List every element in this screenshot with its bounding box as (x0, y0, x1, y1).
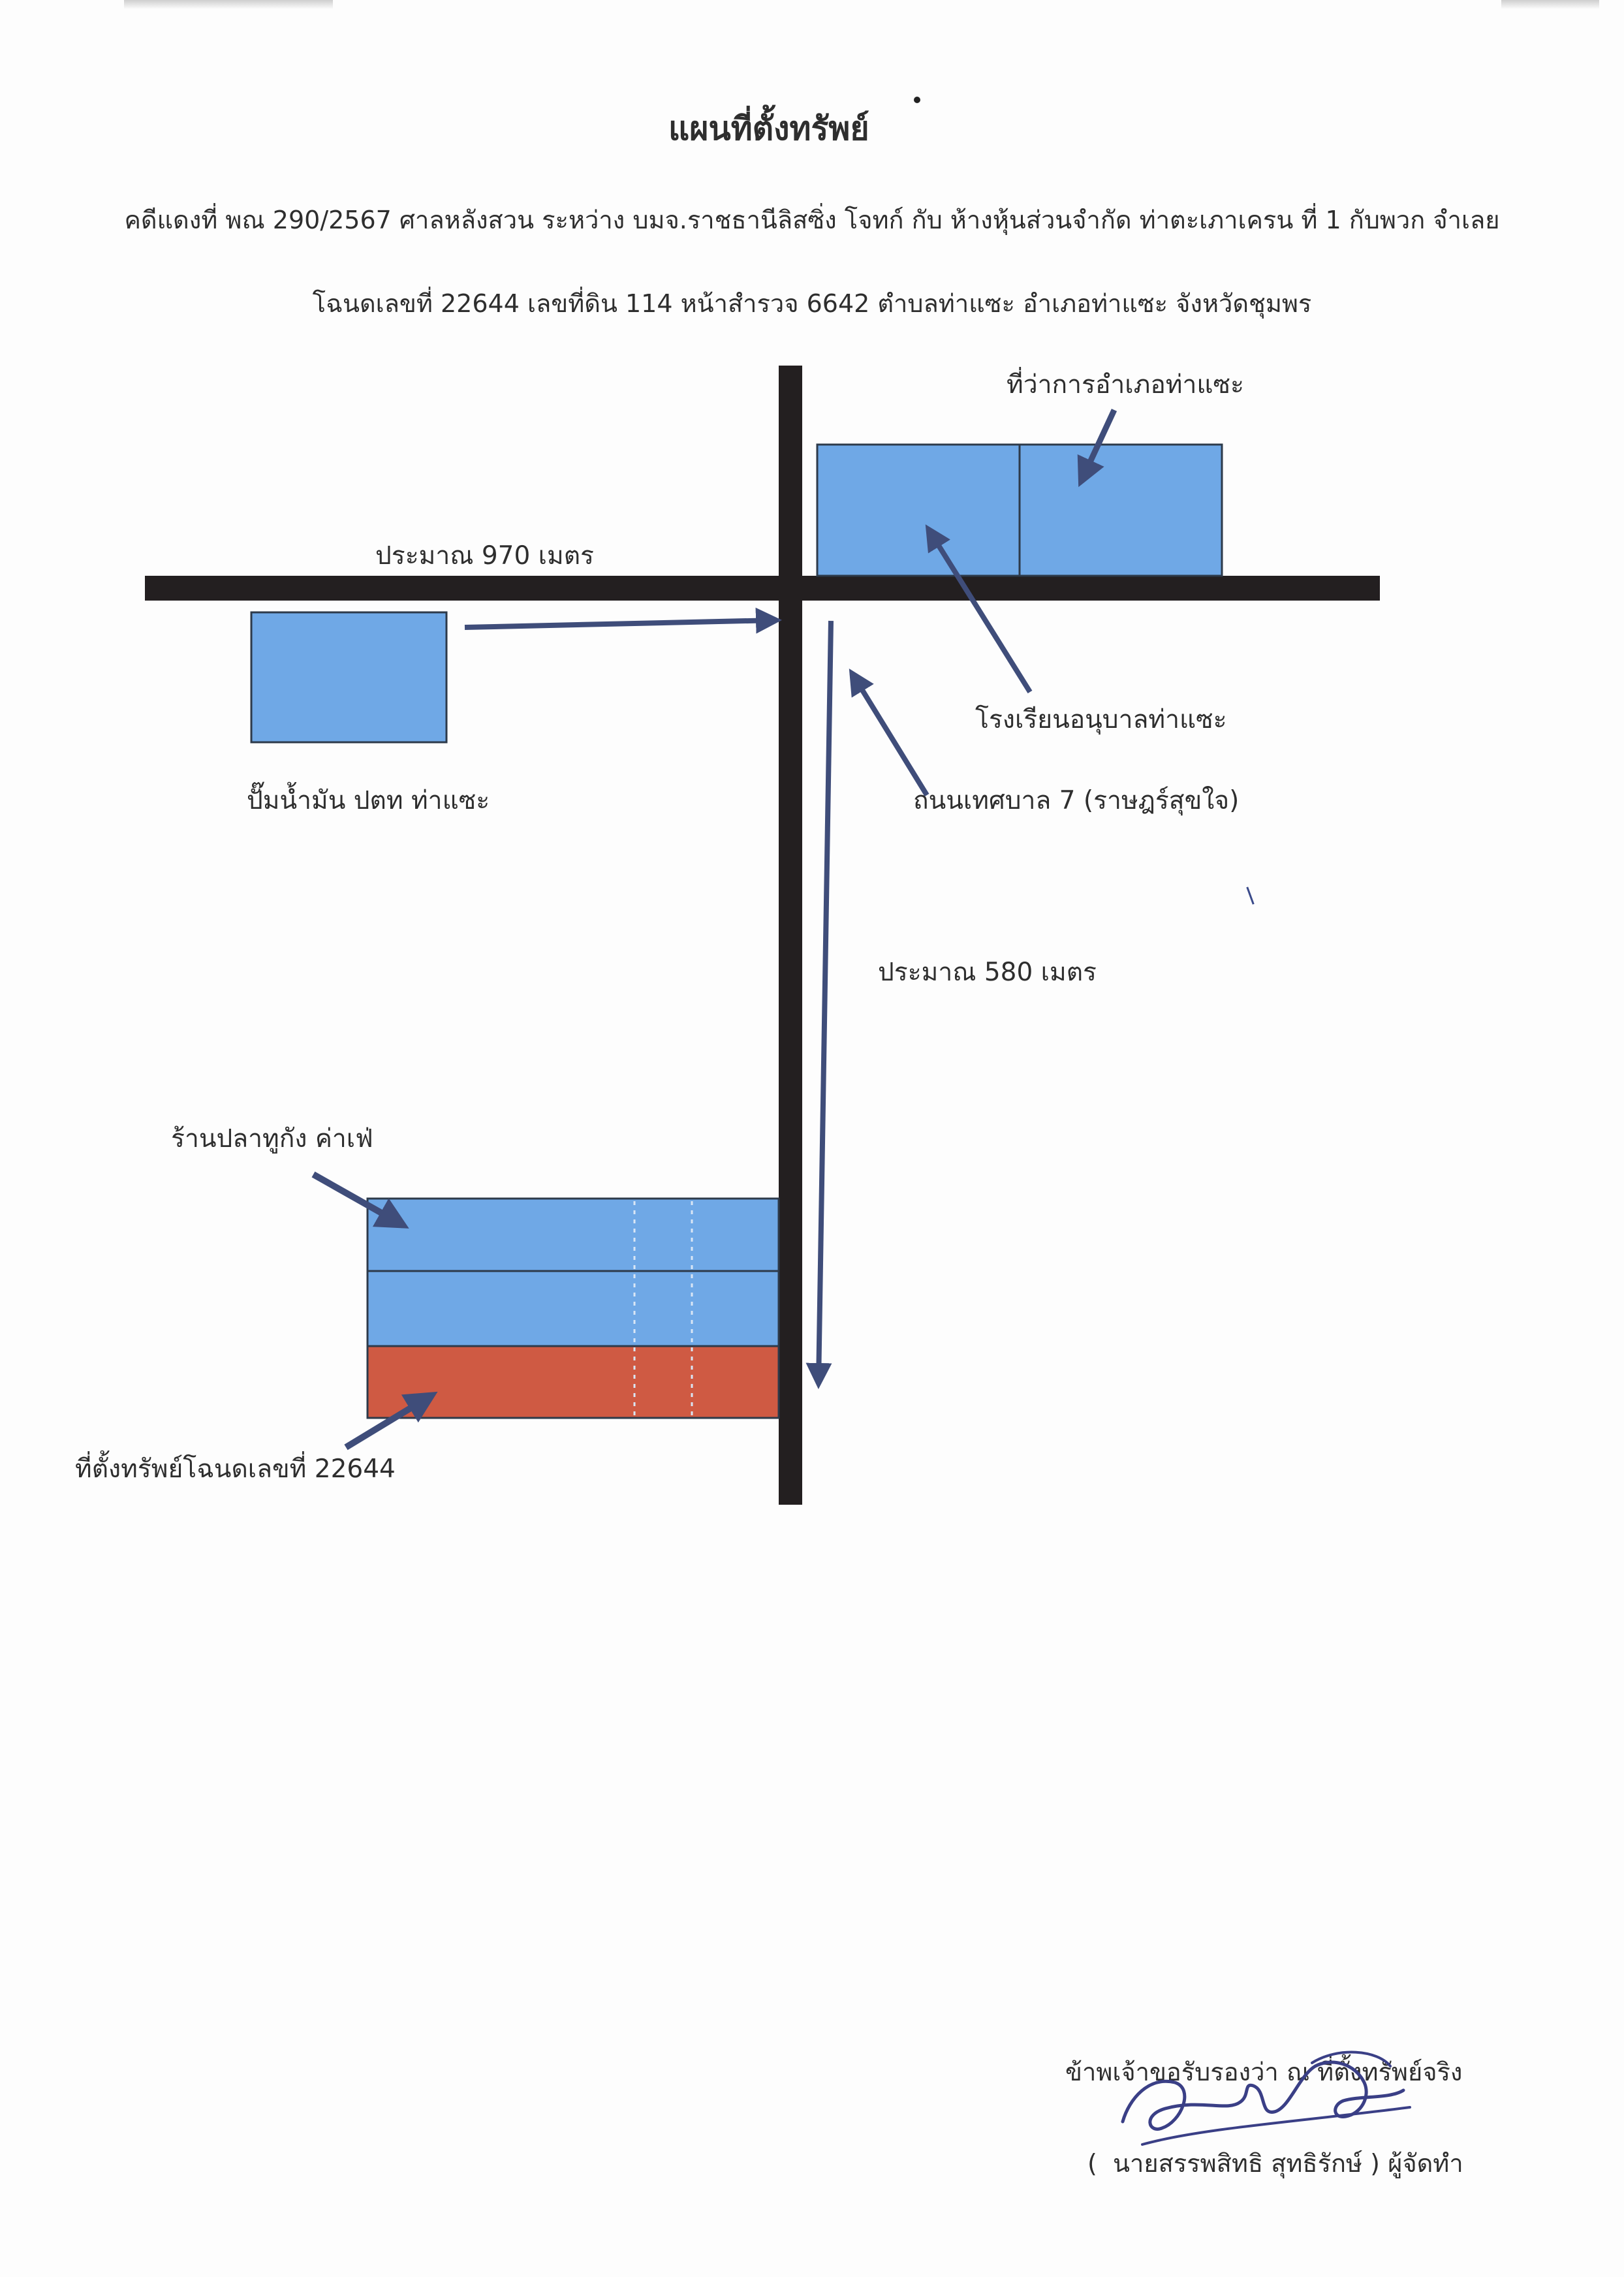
signer-line: ( นายสรรพสิทธิ สุทธิรักษ์ ) ผู้จัดทำ (1087, 2151, 1463, 2176)
gas-station-building (250, 611, 448, 744)
arrow-road-name (849, 668, 929, 797)
scan-speck (914, 97, 920, 103)
label-kindergarten: โรงเรียนอนุบาลท่าแซะ (975, 705, 1227, 734)
label-distance-horizontal: ประมาณ 970 เมตร (375, 541, 594, 571)
signer-close-paren: ) (1370, 2149, 1380, 2178)
case-line: คดีแดงที่ พณ 290/2567 ศาลหลังสวน ระหว่าง… (124, 206, 1500, 234)
signer-name: นายสรรพสิทธิ สุทธิรักษ์ (1113, 2149, 1363, 2178)
arrow-distance-horizontal (464, 607, 782, 634)
certification-statement: ข้าพเจ้าขอรับรองว่า ณ ที่ตั้งทรัพย์จริง (1065, 2058, 1463, 2086)
district-office-building (1018, 443, 1223, 577)
label-district-office: ที่ว่าการอำเภอท่าแซะ (1007, 370, 1244, 400)
fish-shop-building (366, 1197, 780, 1272)
label-fish-shop: ร้านปลาทูกัง ค่าเฟ่ (171, 1124, 373, 1154)
arrow-property (344, 1391, 438, 1451)
neighbor-building (366, 1270, 780, 1347)
label-gas-station: ปั๊มน้ำมัน ปตท ท่าแซะ (247, 786, 490, 815)
property-parcel (366, 1345, 780, 1419)
arrow-distance-vertical (805, 620, 834, 1389)
label-distance-vertical: ประมาณ 580 เมตร (878, 958, 1097, 987)
deed-line: โฉนดเลขที่ 22644 เลขที่ดิน 114 หน้าสำรวจ… (312, 289, 1312, 318)
label-property: ที่ตั้งทรัพย์โฉนดเลขที่ 22644 (75, 1454, 396, 1484)
main-road-horizontal (145, 576, 1380, 601)
signer-open-paren: ( (1087, 2149, 1097, 2178)
scan-shadow-right (1501, 0, 1599, 9)
signer-role: ผู้จัดทำ (1388, 2149, 1463, 2178)
signature-mark (1121, 2050, 1411, 2146)
municipal-road-7-vertical (779, 366, 802, 1505)
arrow-kindergarten (925, 524, 1033, 694)
label-road-name: ถนนเทศบาล 7 (ราษฎร์สุขใจ) (913, 786, 1240, 815)
document-title: แผนที่ตั้งทรัพย์ (668, 110, 869, 148)
scan-shadow-left (124, 0, 333, 9)
arrow-district-office (1077, 409, 1117, 488)
arrow-fish-shop (311, 1171, 409, 1229)
kindergarten-building (816, 443, 1021, 577)
